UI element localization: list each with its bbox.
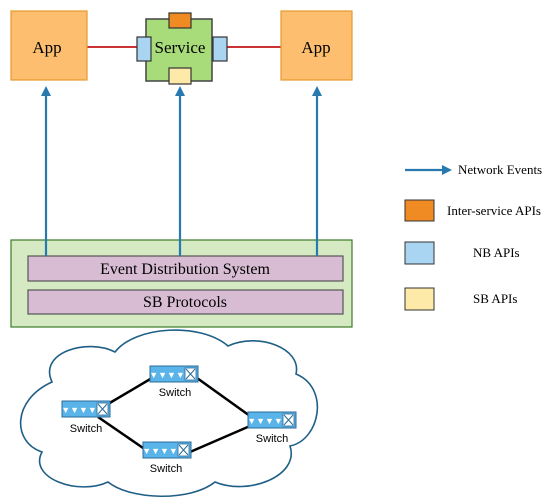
- sb-protocols-label: SB Protocols: [143, 294, 227, 311]
- switch-left: ▼▼▼▼: [61, 400, 111, 418]
- nb-api-port-left: [136, 36, 152, 62]
- legend-swatch-sb-api: [404, 287, 435, 311]
- legend-label-inter-service: Inter-service APIs: [447, 203, 541, 218]
- app-box-left: App: [10, 10, 88, 81]
- event-distribution-label: Event Distribution System: [100, 261, 270, 278]
- switch-label-right: Switch: [256, 433, 288, 445]
- service-label: Service: [155, 38, 206, 57]
- switch-top: ▼▼▼▼: [149, 365, 199, 383]
- network-cloud: [19, 329, 319, 497]
- inter-service-api-port: [168, 12, 192, 29]
- event-distribution-layer: [27, 255, 344, 282]
- legend-swatch-nb-api: [404, 241, 435, 265]
- legend-label-sb-api: SB APIs: [473, 291, 517, 306]
- legend-swatch-inter-service: [404, 199, 435, 222]
- app-label-left: App: [32, 38, 61, 57]
- legend: Network Events Inter-service APIs NB API…: [404, 162, 542, 311]
- sb-protocols-layer: [27, 289, 344, 315]
- switch-bottom: ▼▼▼▼: [142, 441, 192, 459]
- nb-api-port-right: [212, 36, 228, 62]
- legend-label-nb-api: NB APIs: [473, 245, 520, 260]
- service-box: Service: [136, 12, 228, 85]
- switch-label-left: Switch: [70, 423, 102, 435]
- switch-links: [97, 376, 251, 454]
- svg-text:▼▼▼▼: ▼▼▼▼: [149, 370, 185, 380]
- switch-right: ▼▼▼▼: [247, 411, 297, 429]
- svg-text:▼▼▼▼: ▼▼▼▼: [61, 405, 97, 415]
- app-label-right: App: [301, 38, 330, 57]
- controller-block: Event Distribution System SB Protocols: [10, 239, 353, 328]
- legend-label-network-events: Network Events: [458, 162, 542, 177]
- app-box-right: App: [280, 10, 353, 81]
- sb-api-port: [168, 67, 192, 85]
- svg-text:▼▼▼▼: ▼▼▼▼: [142, 446, 178, 456]
- switch-label-top: Switch: [159, 387, 191, 399]
- switch-label-bottom: Switch: [150, 463, 182, 475]
- svg-text:▼▼▼▼: ▼▼▼▼: [247, 416, 283, 426]
